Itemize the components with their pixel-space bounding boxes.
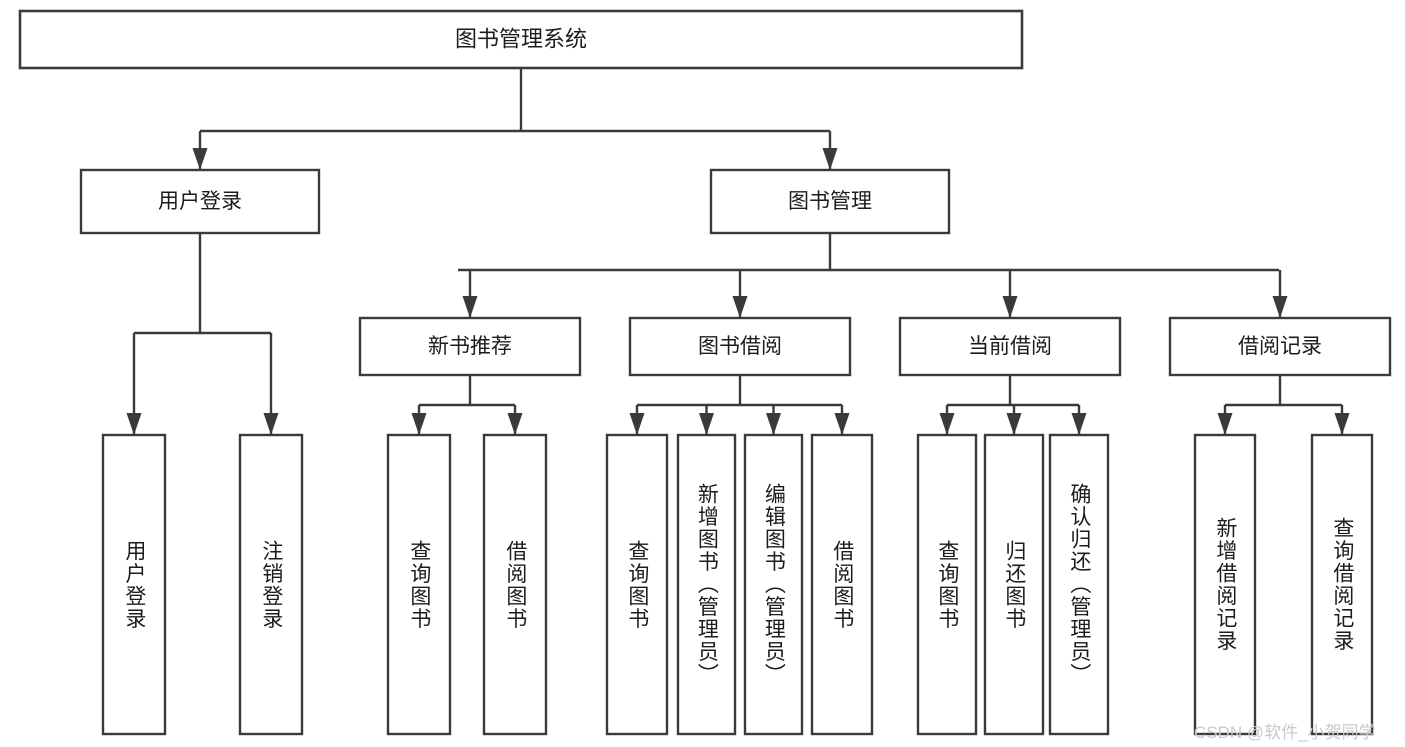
node-box-leaf-12[interactable] [1310, 433, 1374, 736]
csdn-watermark: CSDN @软件_小贺同学 [1194, 723, 1376, 742]
arrow-login-to-leaf-1 [263, 413, 279, 435]
node-box-leaf-11[interactable] [1193, 433, 1257, 736]
arrow-login-to-leaf-0 [126, 413, 142, 435]
arrow-level2-to-leaf-3-0 [1217, 413, 1233, 435]
node-label-level2-2: 当前借阅 [968, 335, 1052, 358]
node-box-leaf-6[interactable] [743, 433, 804, 736]
arrow-level2-to-leaf-1-3 [834, 413, 850, 435]
node-box-leaf-9[interactable] [983, 433, 1045, 736]
arrow-level2-to-leaf-2-1 [1006, 413, 1022, 435]
node-box-leaf-0[interactable] [101, 433, 167, 736]
node-box-leaf-1[interactable] [238, 433, 304, 736]
arrow-level2-to-leaf-3-1 [1334, 413, 1350, 435]
node-label-level1-1: 图书管理 [788, 190, 872, 213]
arrow-level2-to-leaf-1-2 [766, 413, 781, 435]
arrow-books-to-level2-0 [462, 296, 478, 318]
node-box-layer [18, 9, 1392, 736]
node-box-leaf-8[interactable] [916, 433, 978, 736]
node-box-level2-3[interactable] [1168, 316, 1392, 377]
node-box-level1-0[interactable] [79, 168, 321, 235]
node-box-leaf-10[interactable] [1048, 433, 1110, 736]
node-label-level1-0: 用户登录 [158, 190, 242, 213]
arrow-root-to-level1-0 [192, 148, 208, 170]
arrow-level2-to-leaf-1-0 [629, 413, 645, 435]
arrow-root-to-level1-1 [822, 148, 838, 170]
node-box-level2-0[interactable] [358, 316, 582, 377]
connector-layer [126, 68, 1350, 435]
arrow-level2-to-leaf-1-1 [699, 413, 714, 435]
arrow-books-to-level2-1 [732, 296, 748, 318]
node-box-level2-2[interactable] [898, 316, 1122, 377]
node-box-level1-1[interactable] [709, 168, 951, 235]
node-label-level2-1: 图书借阅 [698, 335, 782, 358]
node-box-level2-1[interactable] [628, 316, 852, 377]
node-label-root: 图书管理系统 [455, 26, 587, 51]
arrow-level2-to-leaf-0-1 [507, 413, 523, 435]
node-label-level2-3: 借阅记录 [1238, 335, 1322, 358]
node-box-leaf-3[interactable] [482, 433, 548, 736]
arrow-books-to-level2-3 [1272, 296, 1288, 318]
arrow-level2-to-leaf-2-0 [939, 413, 955, 435]
node-label-level2-0: 新书推荐 [428, 335, 512, 358]
arrow-level2-to-leaf-2-2 [1071, 413, 1087, 435]
node-box-leaf-5[interactable] [676, 433, 737, 736]
arrow-books-to-level2-2 [1002, 296, 1018, 318]
node-box-leaf-7[interactable] [810, 433, 874, 736]
node-box-root[interactable] [18, 9, 1024, 70]
node-box-leaf-4[interactable] [605, 433, 669, 736]
node-box-leaf-2[interactable] [386, 433, 452, 736]
arrow-level2-to-leaf-0-0 [411, 413, 427, 435]
